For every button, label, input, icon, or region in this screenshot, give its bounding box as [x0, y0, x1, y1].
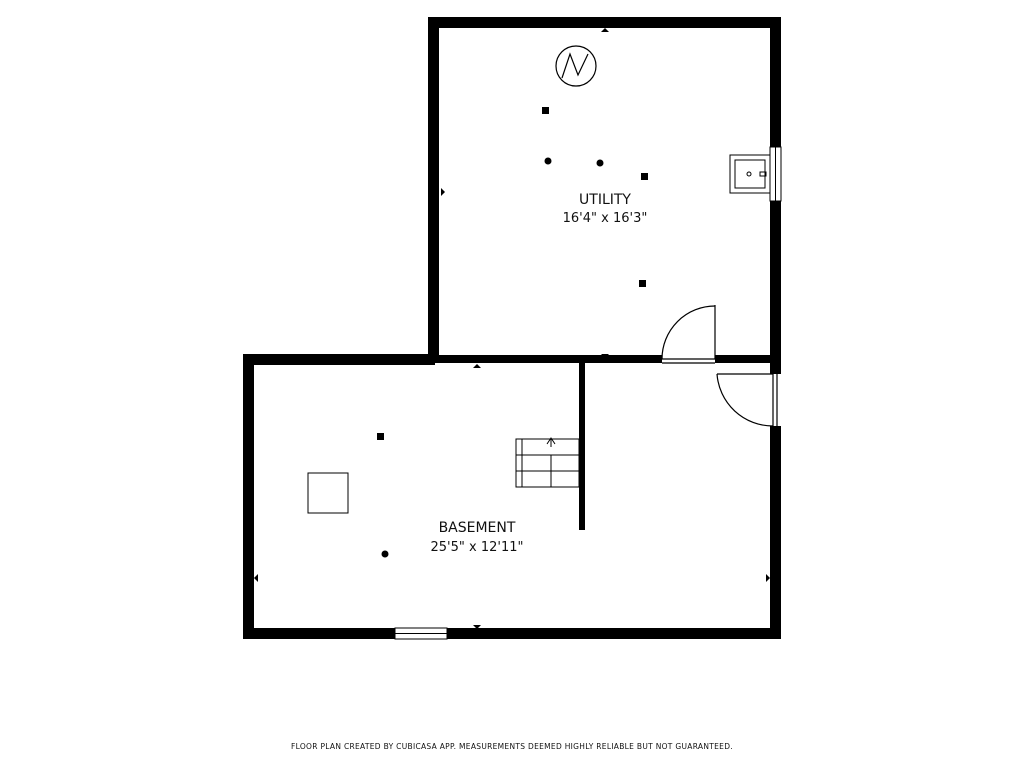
- basement-partition: [579, 363, 585, 530]
- utility-wall-right-upper: [770, 17, 781, 147]
- utility-window: [769, 146, 782, 202]
- outlet-icon: [542, 107, 549, 114]
- basement-window: [394, 627, 448, 640]
- room-dimensions-utility: 16'4" x 16'3": [563, 211, 648, 226]
- stairs-icon: [515, 437, 580, 488]
- basement-door: [716, 373, 778, 427]
- basement-fixtures: [377, 433, 389, 558]
- outlet-icon: [639, 280, 646, 287]
- utility-wall-right-lower: [770, 201, 781, 360]
- furnace-icon: [307, 472, 349, 514]
- basement-wall-right-lower: [770, 426, 781, 639]
- basement-wall-top: [243, 354, 435, 365]
- footer-disclaimer: FLOOR PLAN CREATED BY CUBICASA APP. MEAS…: [291, 742, 733, 751]
- basement-wall-bottom-right: [447, 628, 781, 639]
- utility-fixtures: [542, 107, 648, 287]
- water-heater-icon: [555, 45, 597, 87]
- utility-wall-top: [428, 17, 781, 28]
- outlet-icon: [377, 433, 384, 440]
- light-icon: [544, 157, 552, 165]
- utility-walls: [428, 17, 781, 363]
- utility-wall-bottom-right: [715, 355, 781, 363]
- room-name-utility: UTILITY: [579, 192, 631, 208]
- basement-walls: [243, 354, 781, 639]
- utility-wall-left: [428, 17, 439, 360]
- basement-wall-bottom-left: [243, 628, 395, 639]
- utility-sink-icon: [729, 154, 771, 194]
- light-icon: [596, 159, 604, 167]
- light-icon: [381, 550, 389, 558]
- utility-wall-bottom-left: [428, 355, 662, 363]
- room-dimensions-basement: 25'5" x 12'11": [431, 540, 524, 555]
- basement-wall-left: [243, 354, 254, 639]
- dimension-markers: [254, 28, 770, 629]
- room-name-basement: BASEMENT: [439, 520, 516, 536]
- basement-wall-right-upper: [770, 355, 781, 374]
- utility-door: [661, 305, 716, 364]
- outlet-icon: [641, 173, 648, 180]
